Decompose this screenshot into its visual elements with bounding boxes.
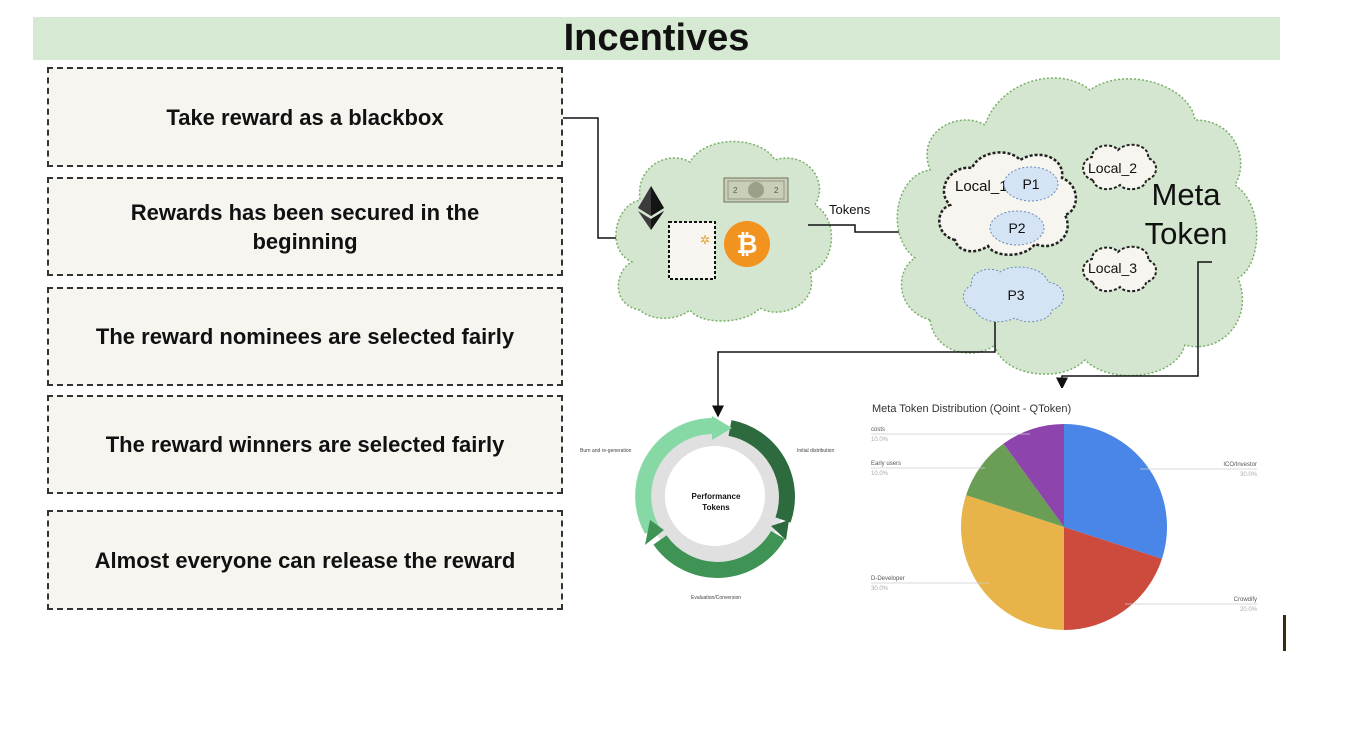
local-2-cloud: Local_2 (1083, 145, 1156, 189)
local-3-label: Local_3 (1088, 260, 1137, 276)
svg-text:₿: ₿ (736, 229, 757, 259)
p1-label: P1 (1022, 176, 1039, 192)
pie-value-label: 30.0% (871, 586, 889, 592)
edge-mark (1283, 615, 1286, 651)
pie-label: Early users (871, 461, 901, 467)
pie-value-label: 10.0% (871, 471, 889, 477)
svg-text:✲: ✲ (700, 233, 710, 247)
local-1-label: Local_1 (955, 178, 1008, 195)
svg-text:2: 2 (733, 186, 738, 195)
bitcoin-icon: ₿ (724, 221, 770, 267)
pie-label: D-Developer (871, 576, 905, 582)
local-3-cloud: Local_3 (1083, 247, 1156, 291)
cycle-center-line2: Tokens (702, 503, 730, 512)
meta-token-label-line1: Meta (1152, 177, 1222, 212)
pie-chart: Meta Token Distribution (Qoint - QToken)… (860, 388, 1276, 640)
meta-token-label-line2: Token (1145, 216, 1228, 251)
cycle-label-evaluation: Evaluation/Conversion (691, 595, 741, 601)
pie-label: ICO/Investor (1223, 462, 1257, 468)
pie-label: Crowdify (1234, 597, 1257, 603)
p2-label: P2 (1008, 220, 1025, 236)
dollar-bill-icon: 2 2 (724, 178, 788, 202)
pie-value-label: 10.0% (871, 437, 889, 443)
chart-title: Meta Token Distribution (Qoint - QToken) (872, 403, 1071, 415)
svg-text:2: 2 (774, 186, 779, 195)
pie-label: costs (871, 427, 885, 433)
pie-value-label: 30.0% (1240, 472, 1258, 478)
p1-cloud: P1 (1004, 167, 1058, 201)
wallet-icon: ✲ (669, 222, 715, 279)
cycle-center-line1: Performance (692, 492, 741, 501)
wallet-cloud (616, 141, 832, 321)
tokens-label: Tokens (829, 202, 871, 217)
p3-label: P3 (1007, 287, 1024, 303)
performance-tokens-cycle: Performance Tokens Burn and re-generatio… (580, 416, 834, 601)
pie-value-label: 20.0% (1240, 607, 1258, 613)
p2-cloud: P2 (990, 211, 1044, 245)
cycle-label-burn: Burn and re-generation (580, 448, 632, 454)
cycle-label-initial: Initial distribution (797, 448, 834, 454)
local-2-label: Local_2 (1088, 160, 1137, 176)
